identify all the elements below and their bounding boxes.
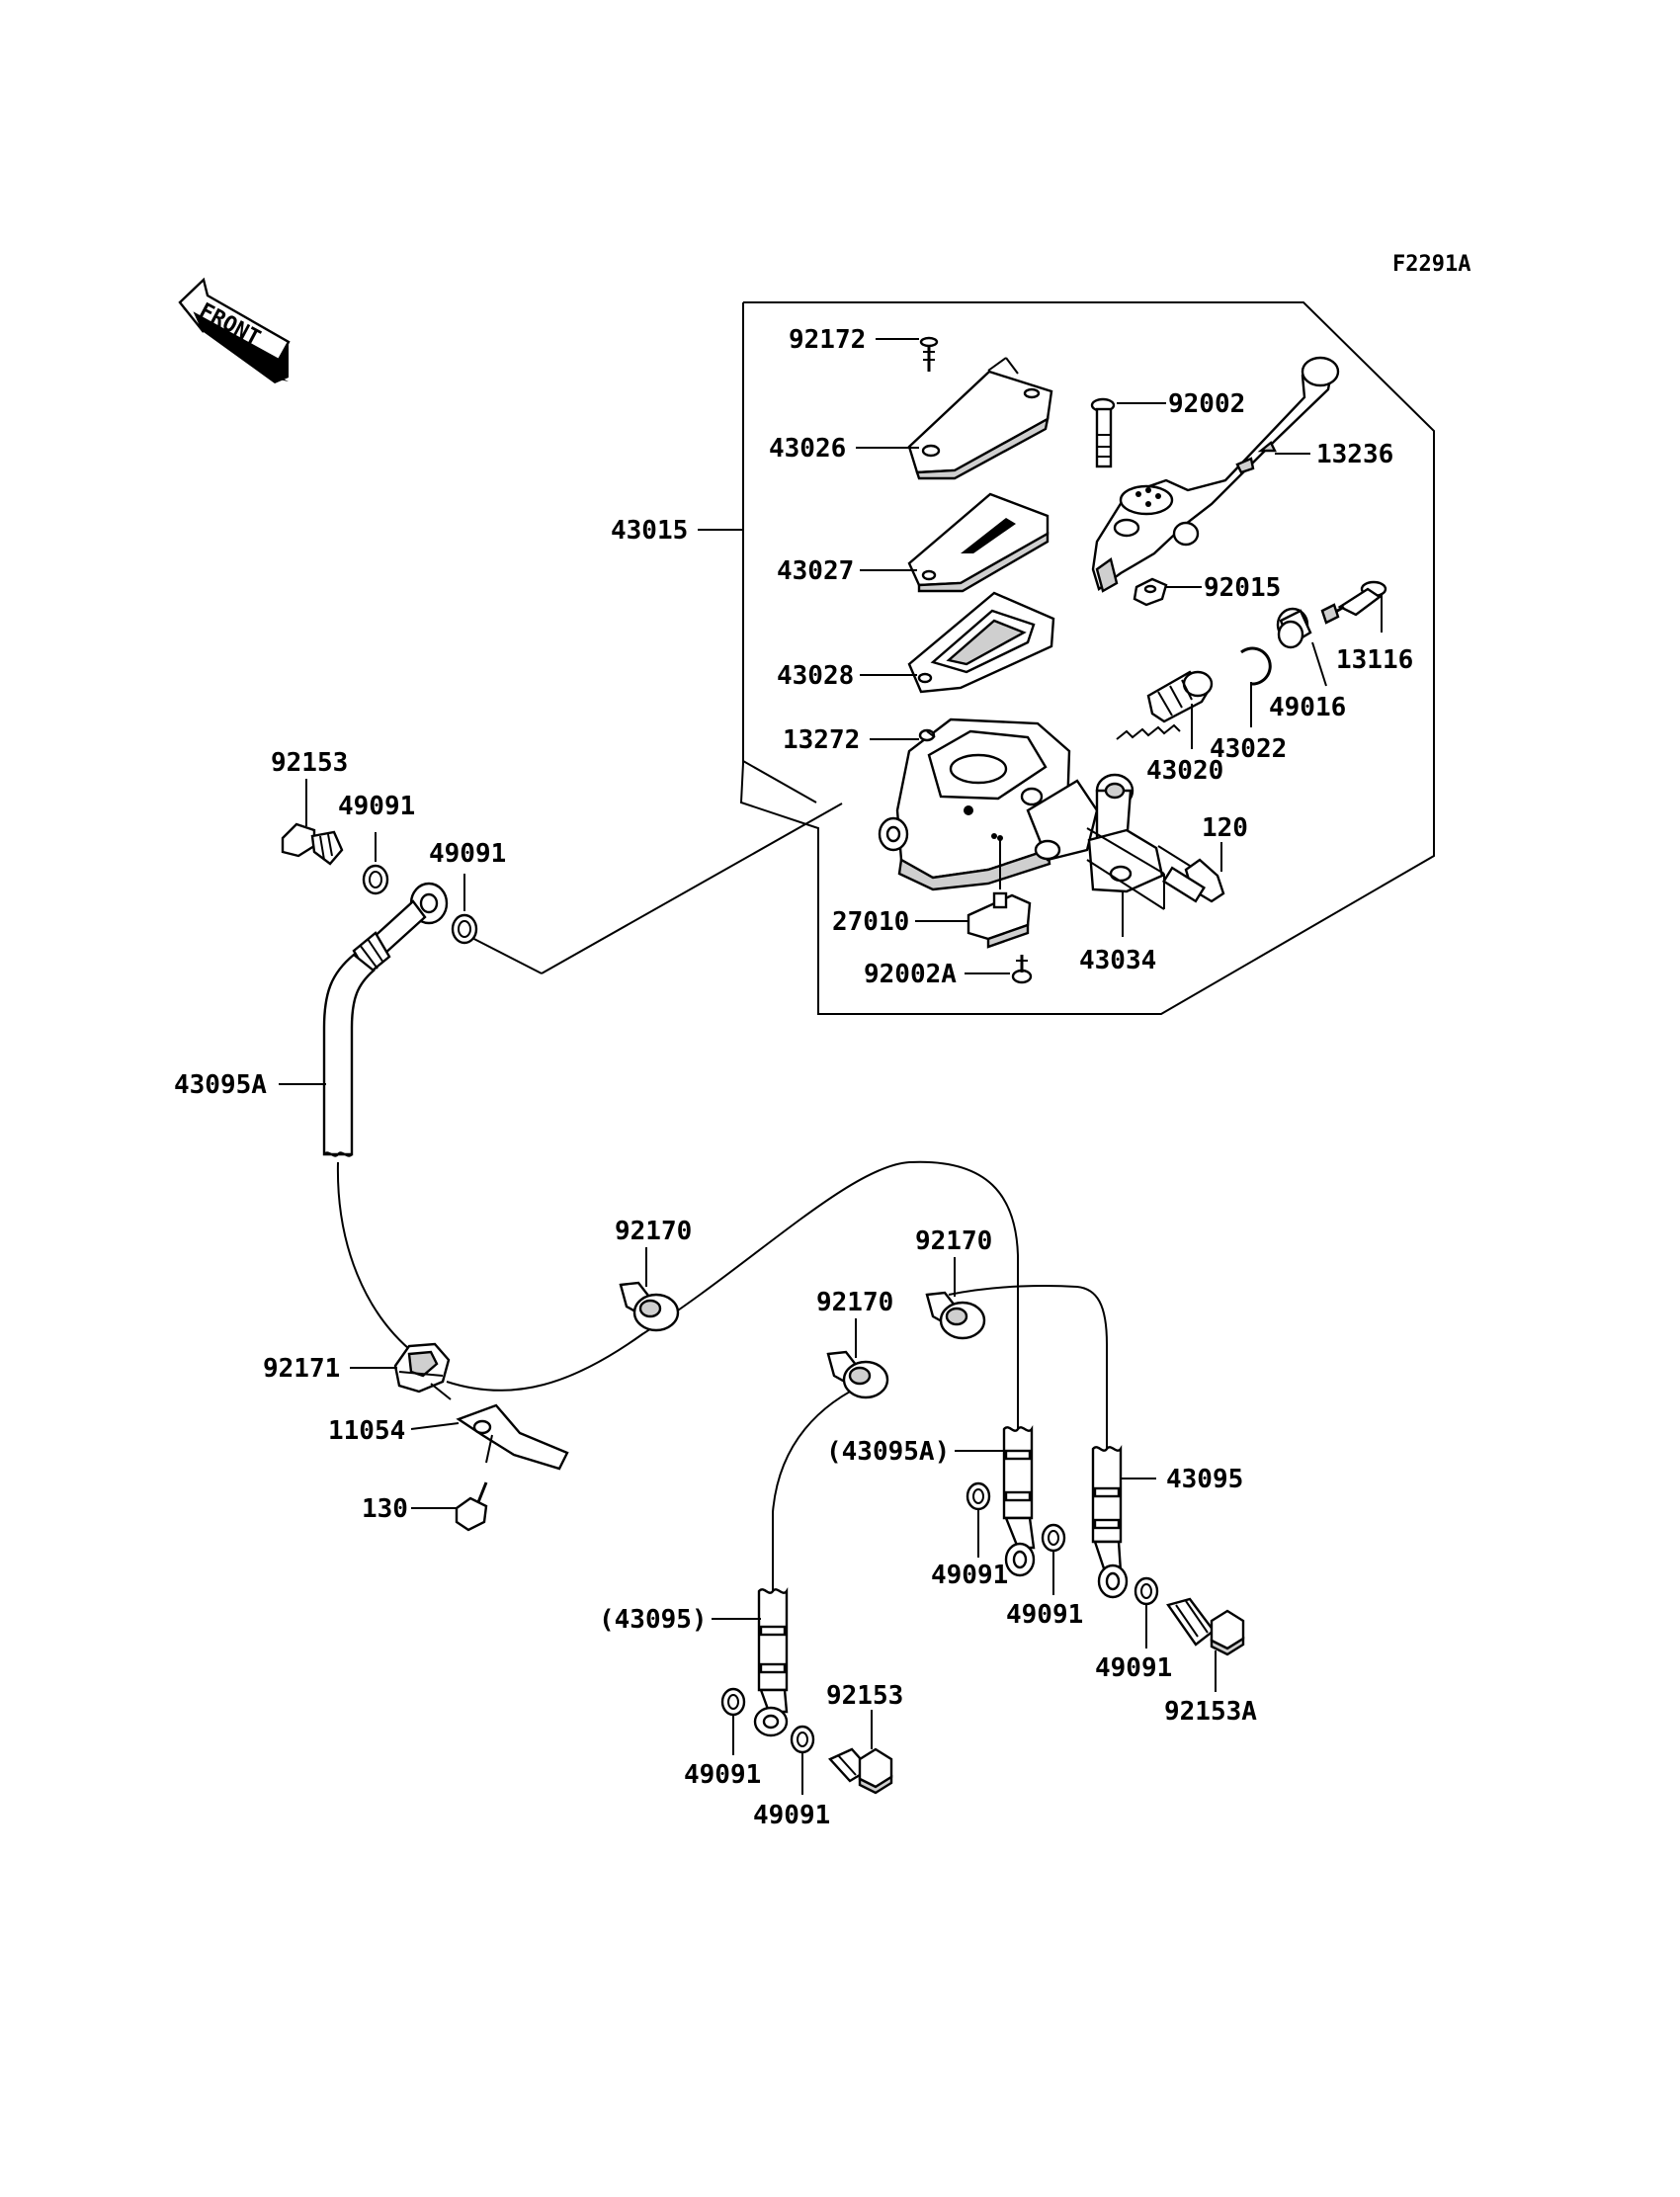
hose-route-line-d [772,1381,871,1591]
label-43095A-paren: (43095A) [826,1437,950,1467]
grommet-a-part [619,1281,680,1332]
label-13272: 13272 [783,725,860,755]
grommet-b-part [925,1291,986,1340]
label-43034: 43034 [1079,946,1156,975]
washer-d-part [1041,1523,1066,1553]
label-130: 130 [362,1494,408,1524]
label-49091-a: 49091 [338,792,415,821]
hose-junction-part [393,1342,452,1400]
reservoir-cap-part [907,357,1053,480]
label-49091-g: 49091 [753,1801,830,1830]
label-92170-a: 92170 [615,1217,692,1246]
callout-labels: 92172 43026 43015 43027 43028 13272 2701… [174,325,1413,1830]
label-49091-f: 49091 [684,1760,761,1790]
washer-f-part [720,1687,746,1717]
master-cylinder-body-part [878,718,1099,891]
hose-route-line-a [336,1161,416,1355]
label-92153-bottom: 92153 [826,1681,903,1711]
label-49091-c: 49091 [931,1561,1008,1590]
hose-bracket-part [456,1403,569,1471]
clamp-bolt-part [1157,845,1225,903]
right-hose-part [1091,1445,1129,1599]
diaphragm-plate-part [907,492,1050,593]
push-rod-part [1320,580,1387,625]
label-11054: 11054 [328,1416,405,1446]
washer-a-inner [369,871,382,888]
label-43026: 43026 [769,434,846,464]
label-43028: 43028 [777,661,854,691]
washer-a-part [362,864,389,895]
label-92170-b: 92170 [915,1226,992,1256]
leader-lines [279,338,1383,1795]
banjo-bolt-top-part [281,822,344,866]
washer-b-inner [458,920,471,938]
assembly-frame [739,301,1435,1015]
label-43095A: 43095A [174,1070,267,1100]
label-43027: 43027 [777,556,854,586]
washer-c-part [966,1481,991,1511]
label-92153A: 92153A [1164,1697,1257,1727]
label-13236: 13236 [1316,440,1393,469]
label-49091-e: 49091 [1095,1653,1172,1683]
handlebar-clamp-part [1086,773,1165,910]
label-27010: 27010 [832,907,909,937]
clutch-switch-part [966,835,1032,949]
washer-g-part [790,1725,815,1754]
diaphragm-part [907,591,1055,694]
label-43095-paren: (43095) [599,1605,708,1635]
bleeder-part [918,728,936,742]
reservoir-screw-part [919,336,939,372]
label-92153-top: 92153 [271,748,348,778]
front-arrow-icon: FRONT [178,277,291,383]
label-92015: 92015 [1204,573,1281,603]
lever-pivot-bolt-part [1090,397,1116,468]
banjo-bolt-bottom-part [828,1747,893,1795]
lower-hose-part [753,1587,789,1737]
bracket-bolt-part [455,1481,488,1532]
upper-hose-part [322,882,449,1157]
hose-route-line-c [948,1284,1108,1449]
label-120: 120 [1202,813,1248,843]
label-92170-c: 92170 [816,1288,893,1317]
label-49091-d: 49091 [1006,1600,1083,1630]
label-43095: 43095 [1166,1465,1243,1494]
label-43015: 43015 [611,516,688,546]
label-43020: 43020 [1146,756,1223,786]
switch-screw-part [1011,955,1033,984]
washer-b-part [451,913,478,945]
circlip-part [1240,646,1272,686]
figure-code: F2291A [1392,252,1470,277]
label-13116: 13116 [1336,645,1413,675]
clutch-lever-part [1091,356,1340,593]
middle-hose-part [1002,1425,1036,1577]
grommet-c-part [826,1350,889,1399]
label-92171: 92171 [263,1354,340,1384]
lever-nut-part [1133,577,1168,607]
hose-route-line-b [446,1160,1019,1429]
label-92172: 92172 [789,325,866,355]
label-49091-b: 49091 [429,839,506,869]
dust-boot-part [1276,607,1312,649]
piston-assembly-part [1116,670,1214,740]
banjo-bolt-right-part [1166,1597,1245,1656]
washer-e-part [1134,1576,1159,1606]
label-92002A: 92002A [864,960,957,989]
label-92002: 92002 [1168,389,1245,419]
label-49016: 49016 [1269,693,1346,722]
label-43022: 43022 [1210,734,1287,764]
